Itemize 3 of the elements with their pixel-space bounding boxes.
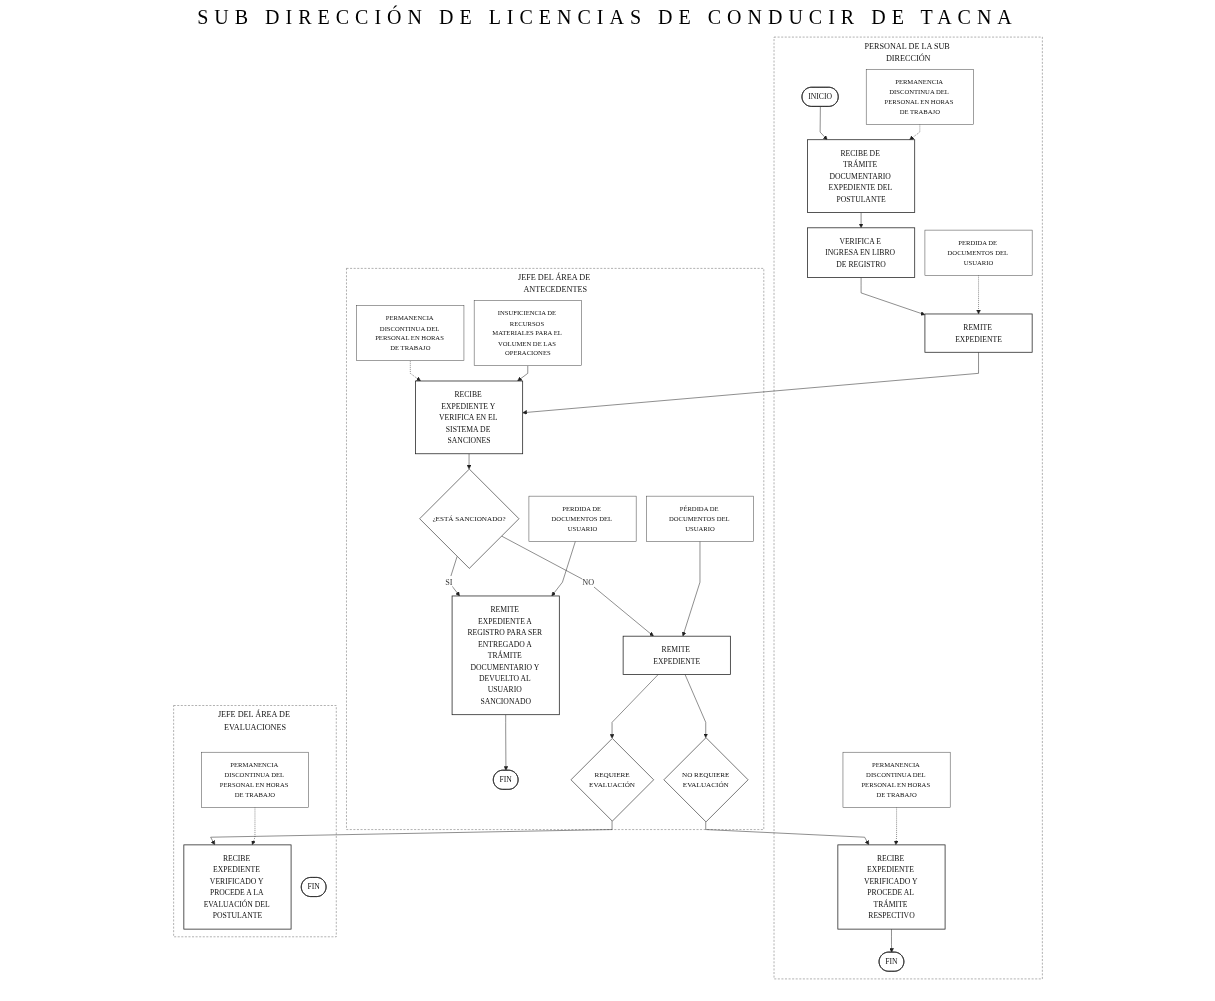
edge-label: NO xyxy=(581,577,594,587)
diagram-title: SUB DIRECCIÓN DE LICENCIAS DE CONDUCIR DE TACNA xyxy=(196,6,1019,29)
edge-label: SI xyxy=(444,577,453,587)
